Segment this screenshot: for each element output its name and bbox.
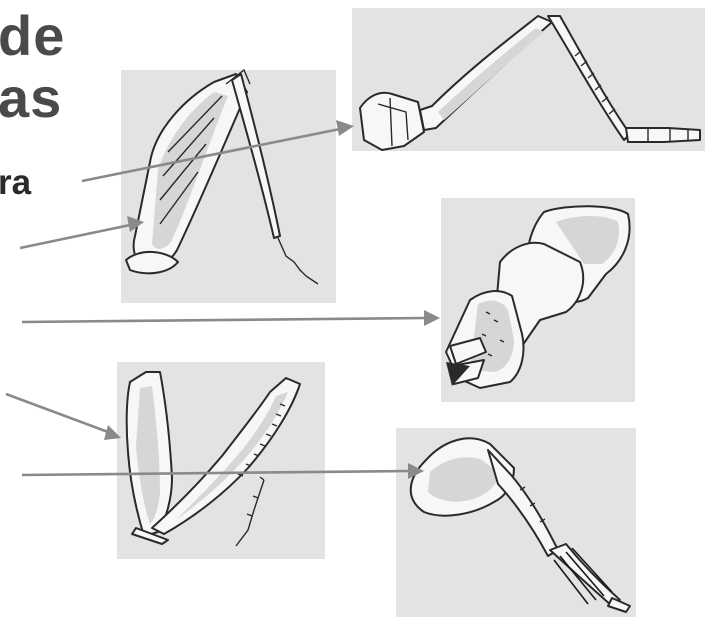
raptorial-leg-drawing [126, 70, 318, 284]
swimming-leg-drawing [411, 438, 630, 612]
digging-leg-drawing [446, 206, 630, 388]
pointer-arrows [6, 120, 440, 479]
walking-leg-drawing [360, 16, 700, 150]
jumping-leg-drawing [127, 372, 300, 546]
arrow-to-jumping-leg [6, 394, 121, 440]
arrow-to-digging-leg [22, 310, 440, 326]
arrow-to-raptorial-leg [20, 216, 144, 248]
